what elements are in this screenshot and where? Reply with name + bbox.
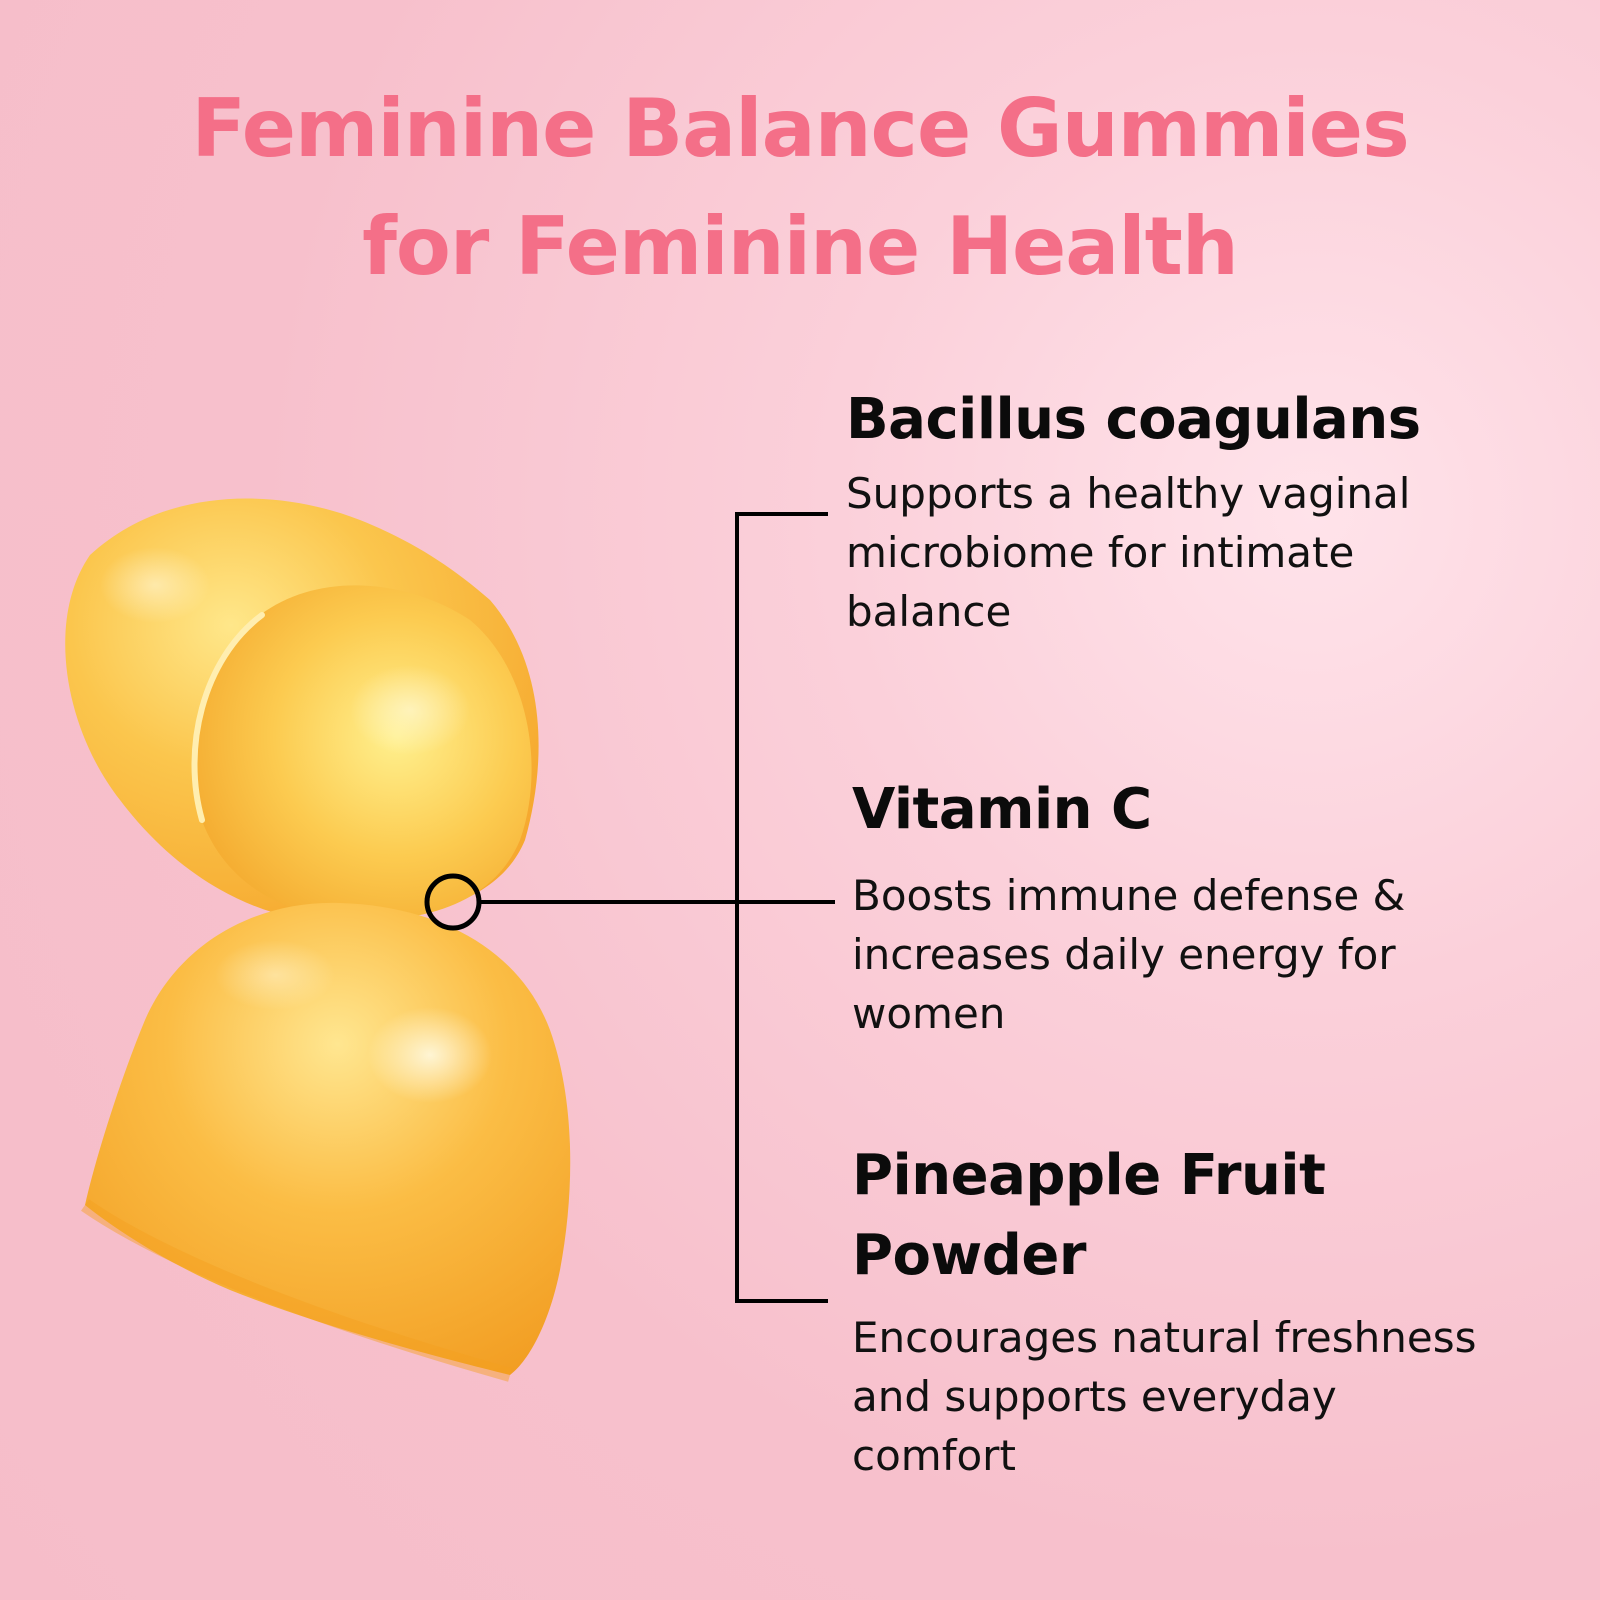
ingredient-name: Bacillus coagulans — [846, 387, 1421, 452]
ingredient-vitamin-c: Vitamin C Boosts immune defense & increa… — [852, 772, 1572, 1043]
page-title-line-1: Feminine Balance Gummies — [191, 82, 1409, 175]
ingredient-description: Supports a healthy vaginal microbiome fo… — [846, 464, 1566, 641]
description-line: Supports a healthy vaginal — [846, 469, 1411, 518]
top-gummy — [65, 498, 539, 922]
bottom-gummy — [81, 902, 571, 1382]
ingredient-name: Pineapple Fruit Powder — [852, 1136, 1582, 1296]
page-title-line-2: for Feminine Health — [362, 200, 1239, 293]
description-line: microbiome for intimate — [846, 528, 1355, 577]
ingredient-name-line: Powder — [852, 1223, 1086, 1288]
description-line: increases daily energy for — [852, 930, 1396, 979]
description-line: and supports everyday — [852, 1372, 1337, 1421]
page-title: Feminine Balance Gummies for Feminine He… — [0, 70, 1600, 306]
ingredient-description: Encourages natural freshness and support… — [852, 1308, 1582, 1485]
description-line: comfort — [852, 1431, 1016, 1480]
description-line: balance — [846, 587, 1012, 636]
ingredient-description: Boosts immune defense & increases daily … — [852, 866, 1572, 1043]
ingredient-name-line: Pineapple Fruit — [852, 1143, 1326, 1208]
description-line: Boosts immune defense & — [852, 871, 1406, 920]
ingredient-bacillus-coagulans: Bacillus coagulans Supports a healthy va… — [846, 382, 1566, 641]
gummy-pair-illustration — [65, 498, 571, 1382]
description-line: Encourages natural freshness — [852, 1313, 1477, 1362]
ingredient-name: Vitamin C — [852, 777, 1152, 842]
description-line: women — [852, 989, 1006, 1038]
ingredient-pineapple-fruit-powder: Pineapple Fruit Powder Encourages natura… — [852, 1136, 1582, 1485]
